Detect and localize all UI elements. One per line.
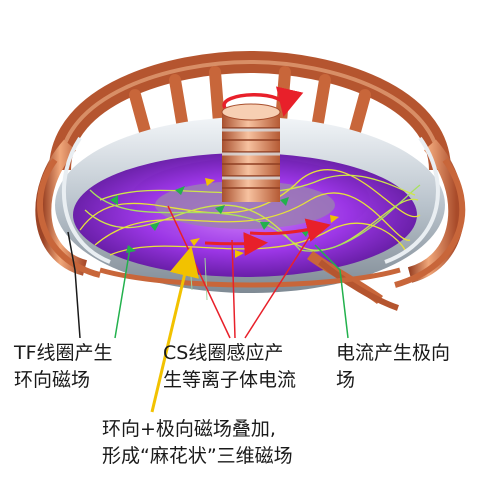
label-tf-line2: 环向磁场: [14, 369, 91, 391]
callout-lines: [67, 205, 349, 413]
plasma-current-arrows: [204, 218, 331, 257]
label-cs-line2: 生等离子体电流: [163, 369, 297, 391]
label-cs-line1: CS线圈感应产: [163, 342, 284, 364]
label-cs-coil: CS线圈感应产 生等离子体电流: [163, 340, 296, 394]
label-tf-line1: TF线圈产生: [14, 342, 113, 364]
label-plasma-current: 电流产生极向 场: [336, 340, 450, 394]
cs-current-arrow: [222, 86, 304, 117]
label-current-line2: 场: [336, 369, 356, 391]
label-tf-coil: TF线圈产生 环向磁场: [14, 340, 113, 394]
label-combined-line2: 形成“麻花状”三维磁场: [102, 445, 293, 467]
label-combined-line1: 环向+极向磁场叠加,: [102, 418, 276, 440]
label-current-line1: 电流产生极向: [336, 342, 451, 364]
label-combined-field: 环向+极向磁场叠加, 形成“麻花状”三维磁场: [102, 416, 293, 470]
central-solenoid: [221, 103, 281, 202]
magnetic-field-lines: [79, 169, 421, 256]
tf-coil-bottom: [99, 267, 401, 288]
tf-coils-front: [35, 136, 466, 311]
